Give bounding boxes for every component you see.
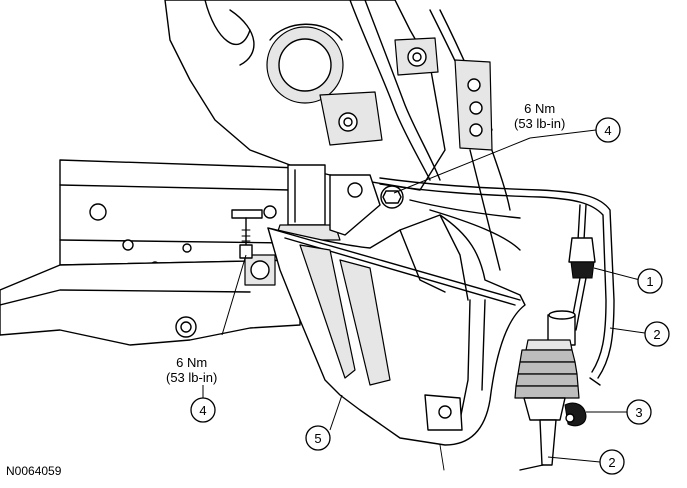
svg-text:2: 2 xyxy=(608,455,615,470)
callout-1: 1 xyxy=(637,268,663,294)
leader-lines xyxy=(202,129,646,463)
svg-text:5: 5 xyxy=(314,431,321,446)
callout-2-lower: 2 xyxy=(599,449,625,475)
hose-lines xyxy=(379,177,615,379)
callout-2-upper: 2 xyxy=(644,321,670,347)
splash-shield xyxy=(267,214,526,471)
callout-3: 3 xyxy=(626,399,652,425)
upper-bolt xyxy=(380,185,404,209)
strut-assembly xyxy=(274,164,381,241)
torque-upper-lbin: (53 lb-in) xyxy=(514,116,566,131)
svg-text:3: 3 xyxy=(635,405,642,420)
callout-4-lower: 4 xyxy=(190,397,216,423)
frame-rail xyxy=(0,159,301,346)
upper-body-structure xyxy=(164,0,511,271)
callout-5: 5 xyxy=(305,425,331,451)
callout-4-upper: 4 xyxy=(595,117,621,143)
torque-lower-lbin: (53 lb-in) xyxy=(166,370,218,385)
svg-text:1: 1 xyxy=(646,274,653,289)
svg-text:4: 4 xyxy=(199,403,206,418)
figure-id: N0064059 xyxy=(6,464,62,478)
torque-lower-nm: 6 Nm xyxy=(176,355,208,370)
torque-label-upper: 6 Nm (53 lb-in) xyxy=(514,101,565,131)
svg-text:4: 4 xyxy=(604,123,611,138)
torque-label-lower: 6 Nm (53 lb-in) xyxy=(166,355,217,385)
sensor-assembly xyxy=(514,204,601,471)
torque-upper-nm: 6 Nm xyxy=(524,101,556,116)
svg-text:2: 2 xyxy=(653,327,660,342)
lower-bolt xyxy=(231,209,263,259)
